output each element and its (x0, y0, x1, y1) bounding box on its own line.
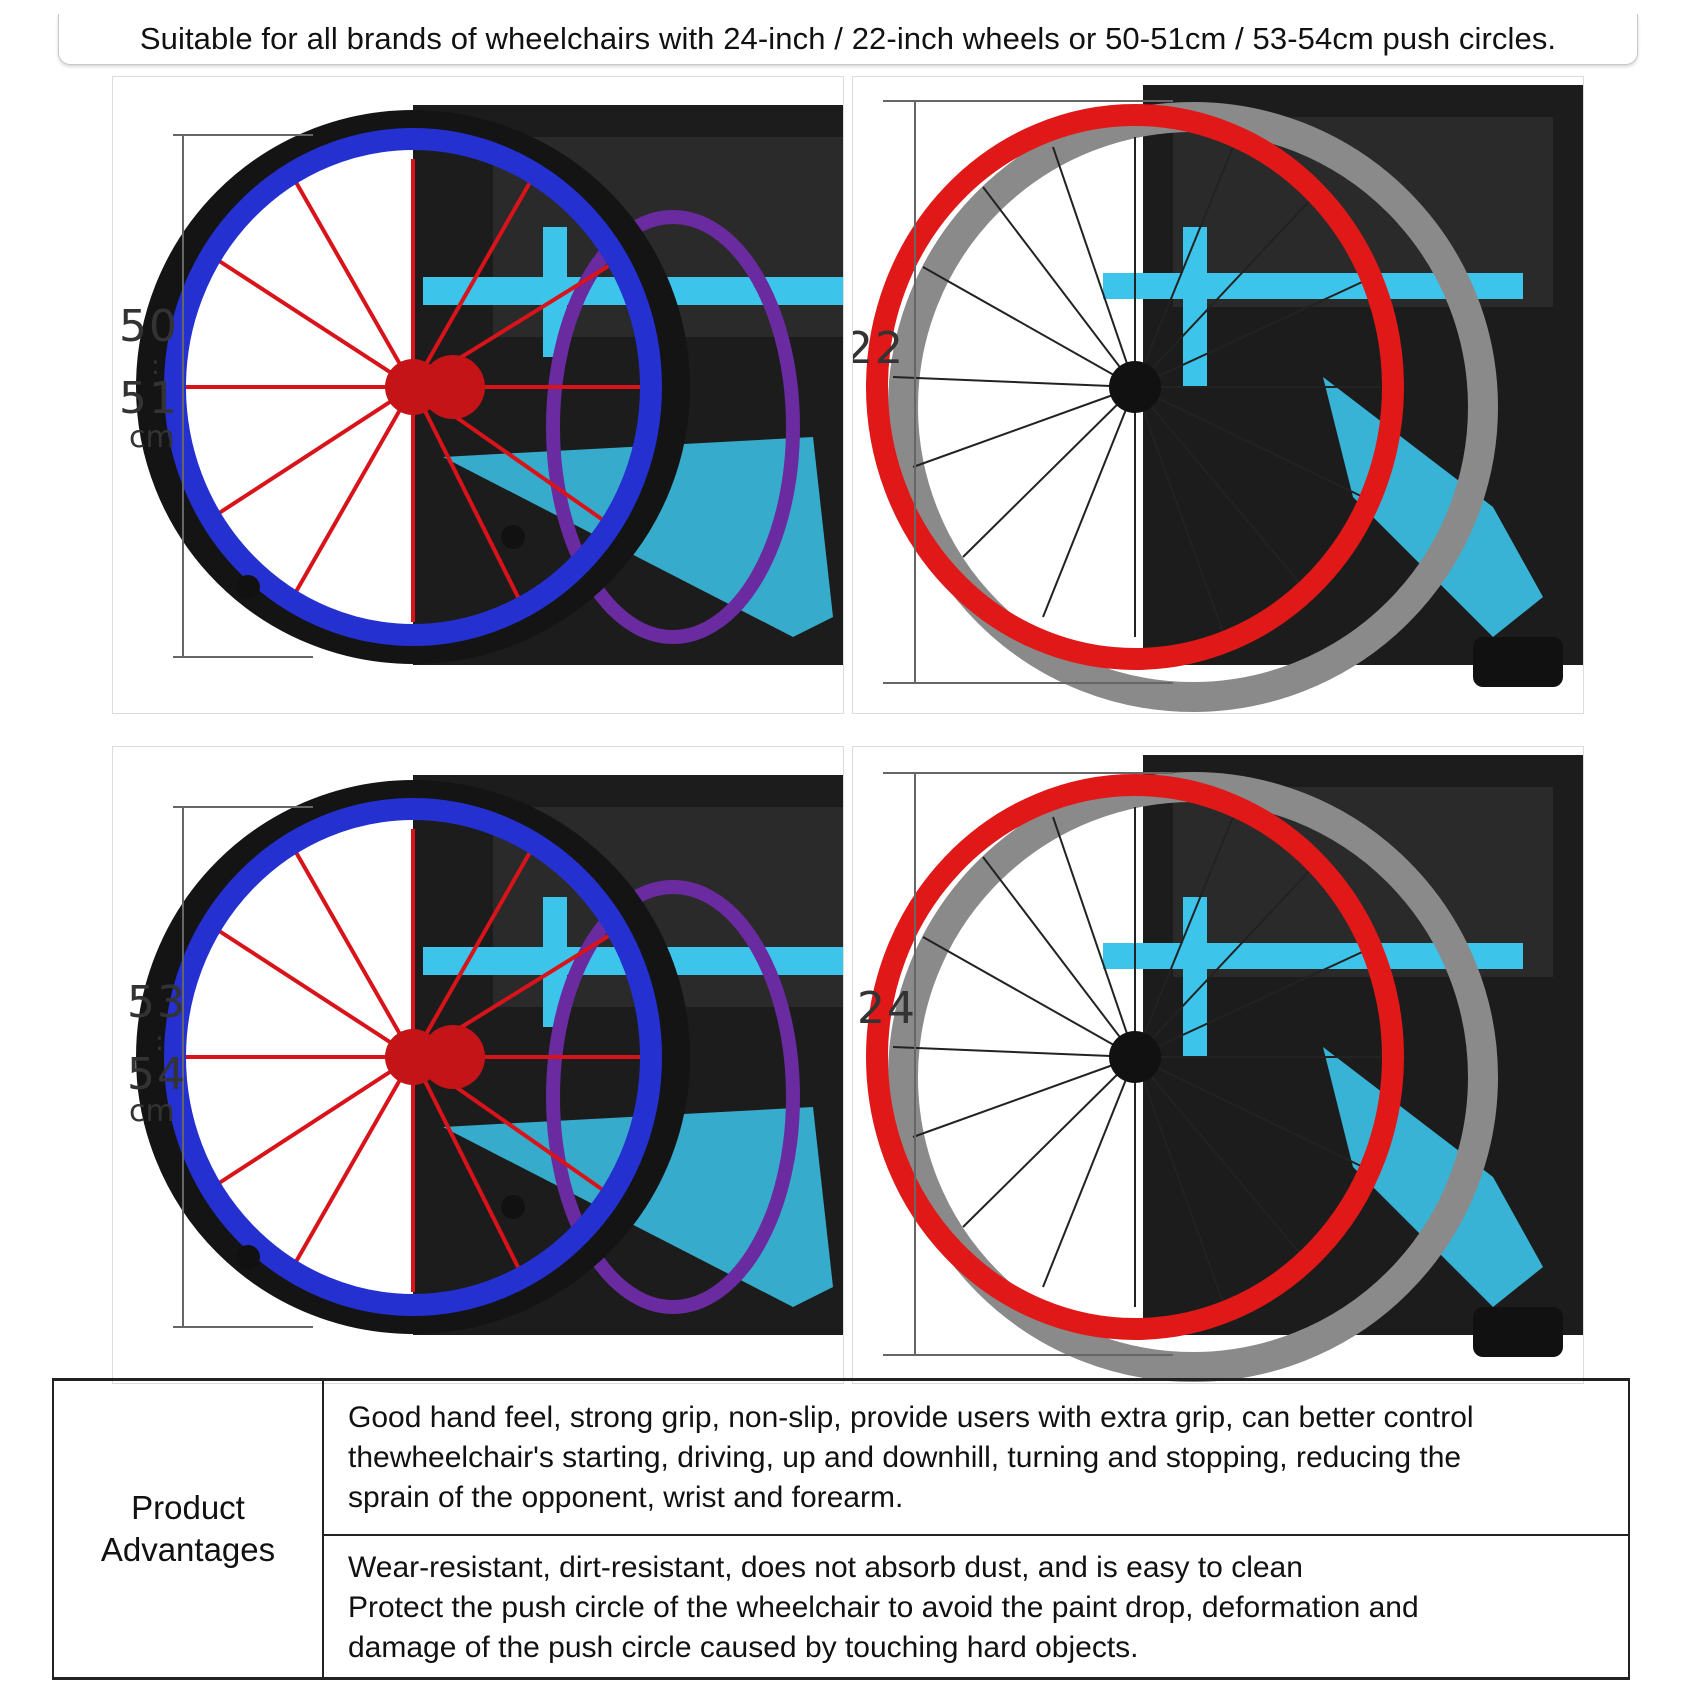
product-image-blue-53-54cm: 53 : 54 cm (112, 746, 844, 1384)
rim-size-label-bottom: 54 (127, 1049, 187, 1100)
wheelchair-red-image (866, 85, 1583, 712)
advantage-text-line: thewheelchair's starting, driving, up an… (348, 1440, 1462, 1474)
advantage-text-line: Protect the push circle of the wheelchai… (348, 1590, 1419, 1624)
product-image-blue-50-51cm: 50 : 51 cm (112, 76, 844, 714)
wheel-size-label: 24 (857, 983, 917, 1034)
compatibility-banner: Suitable for all brands of wheelchairs w… (58, 14, 1638, 65)
advantage-text-line: sprain of the opponent, wrist and forear… (348, 1480, 904, 1514)
rim-size-label-unit: cm (129, 420, 175, 455)
advantages-heading-line2: Advantages (100, 1531, 276, 1568)
rim-size-label-top: 50 (119, 301, 179, 352)
advantage-text-line: Wear-resistant, dirt-resistant, does not… (348, 1550, 1303, 1584)
advantage-durability-cell: Wear-resistant, dirt-resistant, does not… (324, 1538, 1628, 1677)
wheel-size-label: 22 (853, 323, 905, 374)
rim-size-label-top: 53 (127, 977, 187, 1028)
compatibility-text: Suitable for all brands of wheelchairs w… (139, 21, 1557, 56)
rim-size-label-colon: : (151, 351, 160, 381)
rim-size-label-colon: : (155, 1027, 164, 1057)
advantage-text-line: Good hand feel, strong grip, non-slip, p… (348, 1400, 1474, 1434)
wheelchair-blue-image (136, 775, 843, 1335)
rim-size-label-unit: cm (129, 1094, 175, 1129)
advantages-heading-line1: Product (131, 1489, 245, 1526)
wheelchair-red-image (866, 755, 1583, 1382)
product-image-red-24-inch: 24 (852, 746, 1584, 1384)
advantage-grip-cell: Good hand feel, strong grip, non-slip, p… (324, 1381, 1628, 1536)
product-advantages-table: Product Advantages Good hand feel, stron… (52, 1378, 1630, 1680)
advantages-heading-cell: Product Advantages (54, 1381, 324, 1677)
wheelchair-blue-image (136, 105, 843, 665)
product-image-red-22-inch: 22 (852, 76, 1584, 714)
rim-size-label-bottom: 51 (119, 373, 179, 424)
advantage-text-line: damage of the push circle caused by touc… (348, 1630, 1139, 1664)
